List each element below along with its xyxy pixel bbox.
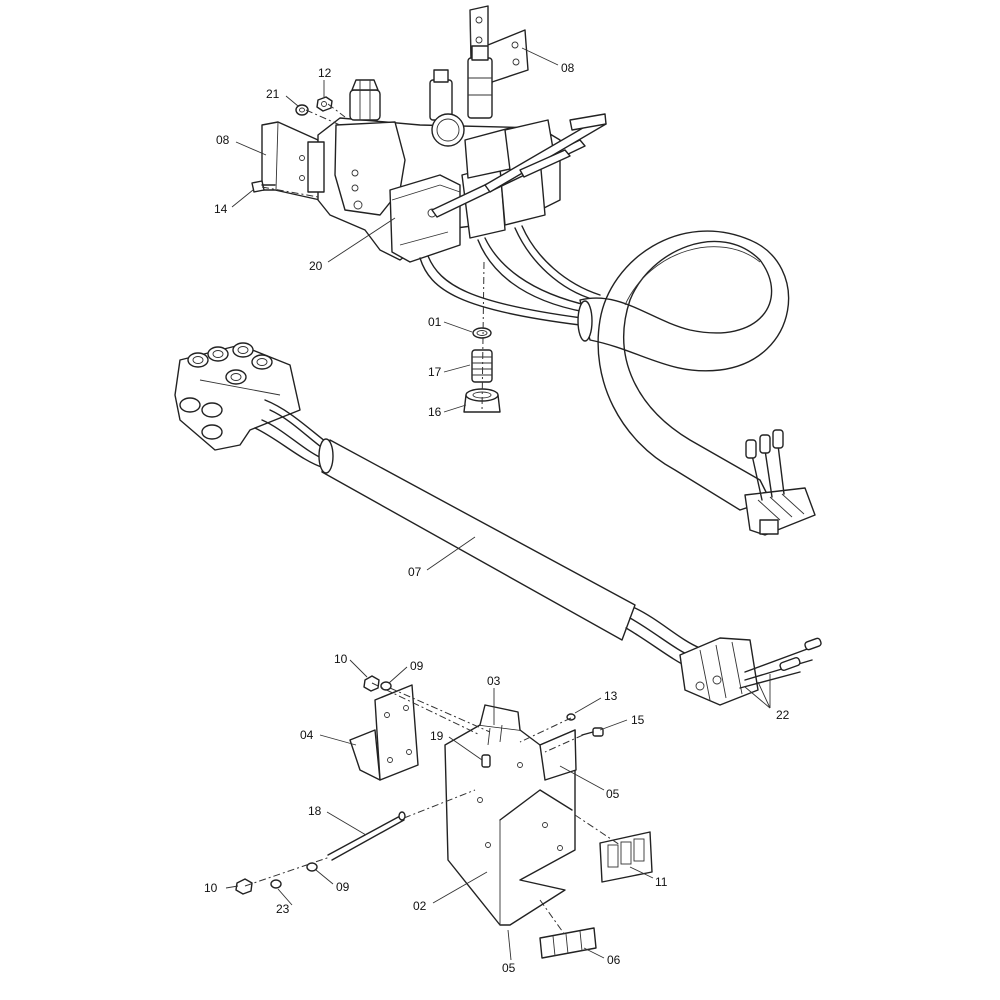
cable-ends-right [744,429,816,536]
callout-19: 19 [430,729,444,743]
screw-15 [581,727,604,737]
nut-12 [316,96,333,112]
assembly-axis-lines [244,103,621,936]
pin-19 [481,754,491,768]
callout-labels: 08 12 21 08 14 20 01 17 16 07 10 09 03 1… [204,61,790,975]
callout-08-top: 08 [561,61,575,75]
callout-15: 15 [631,713,645,727]
cable-07-sheath [254,399,701,669]
axis-line-fitting [481,261,485,413]
callout-14: 14 [214,202,228,216]
leader-lines [225,47,771,961]
hydraulic-control-valve [174,342,301,451]
washer-09-bottom [306,862,318,872]
control-cables-upper [419,225,601,326]
cable-end-22-assembly [679,637,822,706]
callout-10-top: 10 [334,652,348,666]
nut-10-bottom [235,878,253,895]
control-levers [431,113,607,218]
o-ring-01 [472,327,492,339]
screw-14 [251,180,276,193]
callout-02: 02 [413,899,427,913]
callout-03: 03 [487,674,501,688]
callout-22: 22 [776,708,790,722]
callout-11: 11 [655,875,668,889]
decal-11 [599,831,653,883]
callout-10-bottom: 10 [204,881,218,895]
callout-18: 18 [308,804,322,818]
callout-12: 12 [318,66,332,80]
nut-10-top [363,675,380,692]
callout-13: 13 [604,689,618,703]
bracket-plate-04 [349,684,419,781]
callout-21: 21 [266,87,280,101]
callout-08-left: 08 [216,133,230,147]
callout-09-top: 09 [410,659,424,673]
mounting-bracket-08-left [261,121,321,201]
callout-20: 20 [309,259,323,273]
callout-09-bottom: 09 [336,880,350,894]
callout-04: 04 [300,728,314,742]
cable-sheath-coil [577,230,790,511]
callout-06: 06 [607,953,621,967]
washer-23 [270,879,282,889]
callout-01: 01 [428,315,442,329]
main-bracket-02 [444,704,576,926]
callout-16: 16 [428,405,442,419]
callout-23: 23 [276,902,290,916]
callout-07: 07 [408,565,422,579]
washer-09-top [380,681,392,691]
washer-21 [295,104,309,116]
decal-06 [539,927,597,959]
threaded-rod-18 [327,811,406,861]
callout-05-right: 05 [606,787,620,801]
callout-17: 17 [428,365,442,379]
callout-05-bottom: 05 [502,961,516,975]
spring-fitting-17 [471,349,493,383]
